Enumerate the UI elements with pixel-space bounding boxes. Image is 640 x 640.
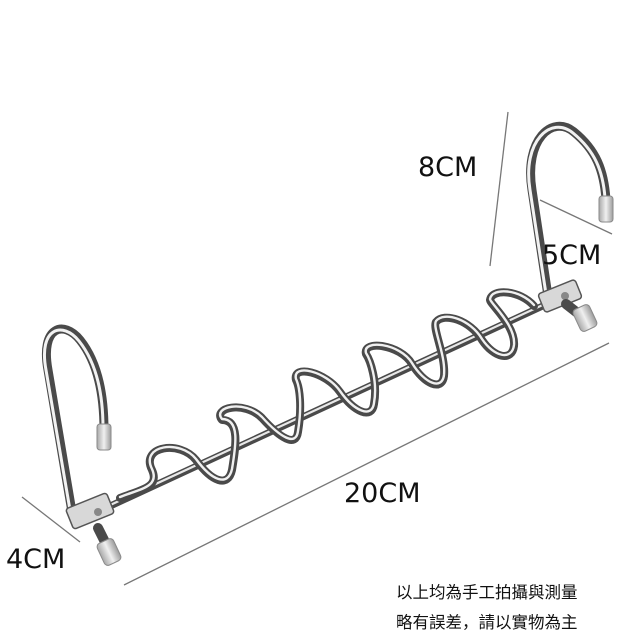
wavy-wire xyxy=(116,288,538,502)
left-hook-cap xyxy=(96,423,112,451)
height-label: 8CM xyxy=(418,152,478,183)
left-bracket-screw xyxy=(94,508,102,516)
length-dimension-line xyxy=(123,342,610,586)
disclaimer-note: 以上均為手工拍攝與測量 略有誤差，請以實物為主 xyxy=(396,578,578,638)
steel-rack xyxy=(42,121,614,566)
right-hook-cap xyxy=(598,195,614,223)
left-bracket xyxy=(65,492,115,530)
length-label: 20CM xyxy=(344,478,421,509)
depth-left-dimension-line xyxy=(21,496,81,543)
depth-right-dimension-line xyxy=(539,199,613,235)
left-clamp-cap xyxy=(96,538,122,566)
right-hook-highlight xyxy=(527,125,607,296)
left-hook-highlight xyxy=(43,328,105,512)
width-label: 4CM xyxy=(6,544,66,575)
right-clamp-cap xyxy=(572,304,598,332)
right-bracket-screw xyxy=(561,292,569,300)
hook-depth-label: 5CM xyxy=(542,240,602,271)
wavy-wire-highlight xyxy=(118,290,536,499)
disclaimer-line-2: 略有誤差，請以實物為主 xyxy=(396,613,578,632)
disclaimer-line-1: 以上均為手工拍攝與測量 xyxy=(396,583,578,602)
height-dimension-line xyxy=(489,111,509,267)
dimension-lines xyxy=(21,111,613,586)
